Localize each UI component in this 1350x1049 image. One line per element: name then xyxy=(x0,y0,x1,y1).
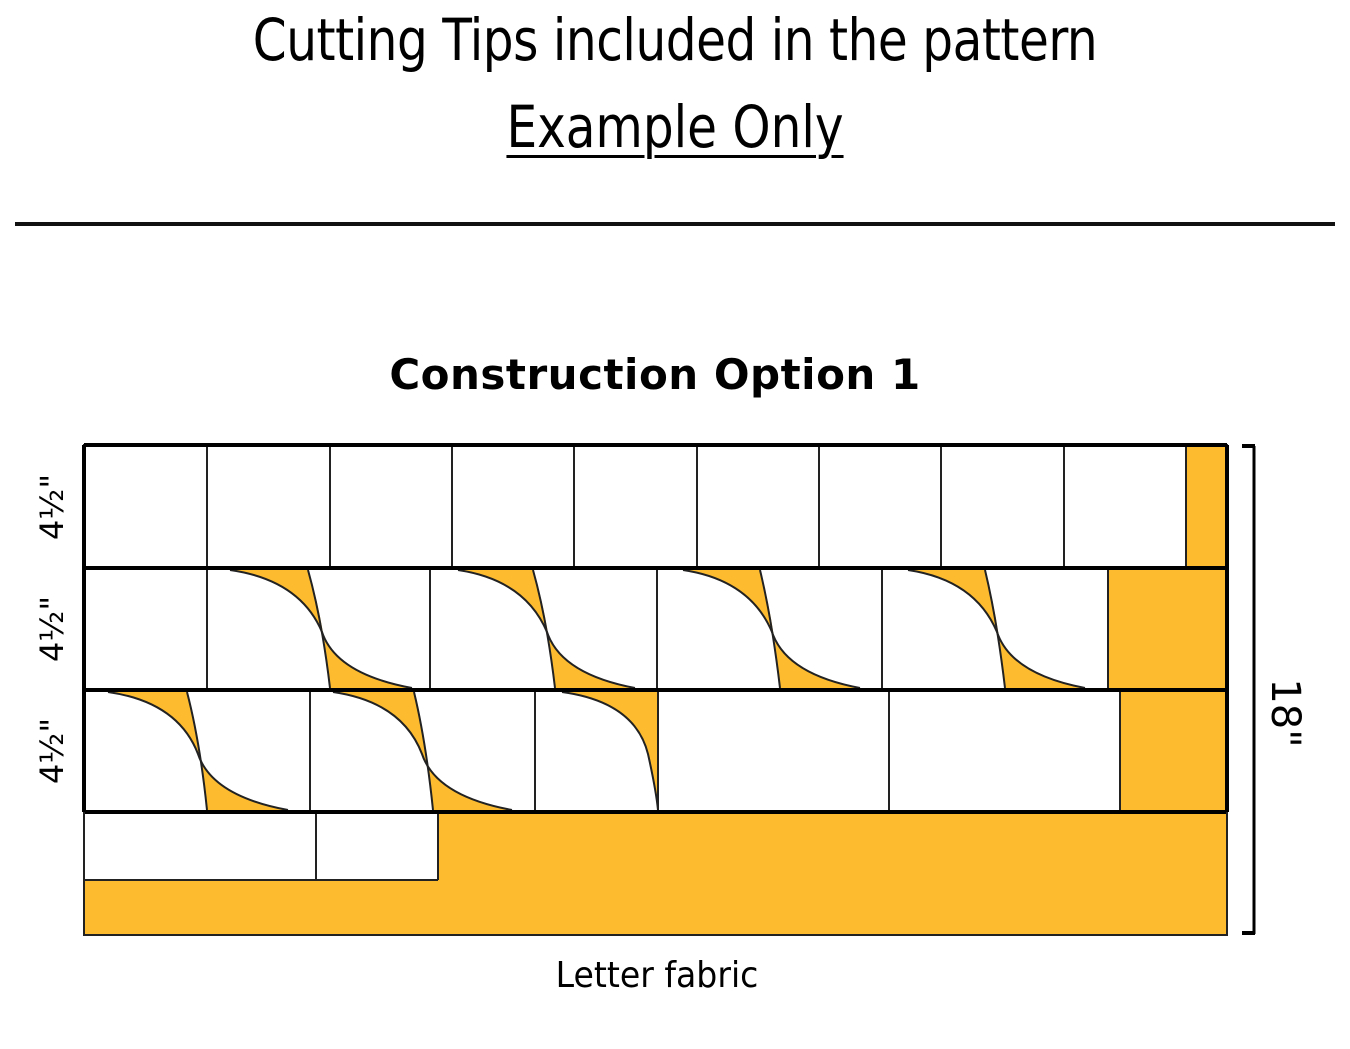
curved-pair xyxy=(229,569,413,689)
curved-block xyxy=(561,691,659,811)
row-label-1: 4½" xyxy=(33,473,71,541)
row-2 xyxy=(84,568,1109,690)
row-label-3: 4½" xyxy=(33,717,71,785)
page-subtitle: Example Only xyxy=(47,93,1303,161)
subtitle-text: Example Only xyxy=(506,93,844,161)
curved-pair xyxy=(457,569,636,689)
curved-pair xyxy=(907,569,1086,689)
curved-pair xyxy=(682,569,861,689)
row-1 xyxy=(84,445,1187,568)
curved-pair xyxy=(107,691,289,811)
row-3 xyxy=(84,690,1121,812)
height-label: 18" xyxy=(1262,678,1308,748)
curved-pair xyxy=(332,691,513,811)
height-dimension-bracket xyxy=(1242,444,1256,935)
diagram-caption: Letter fabric xyxy=(555,955,759,996)
divider xyxy=(15,222,1335,226)
row-label-2: 4½" xyxy=(33,595,71,663)
page-title: Cutting Tips included in the pattern xyxy=(252,6,1098,74)
row-4 xyxy=(84,812,439,881)
diagram-heading: Construction Option 1 xyxy=(389,350,921,399)
